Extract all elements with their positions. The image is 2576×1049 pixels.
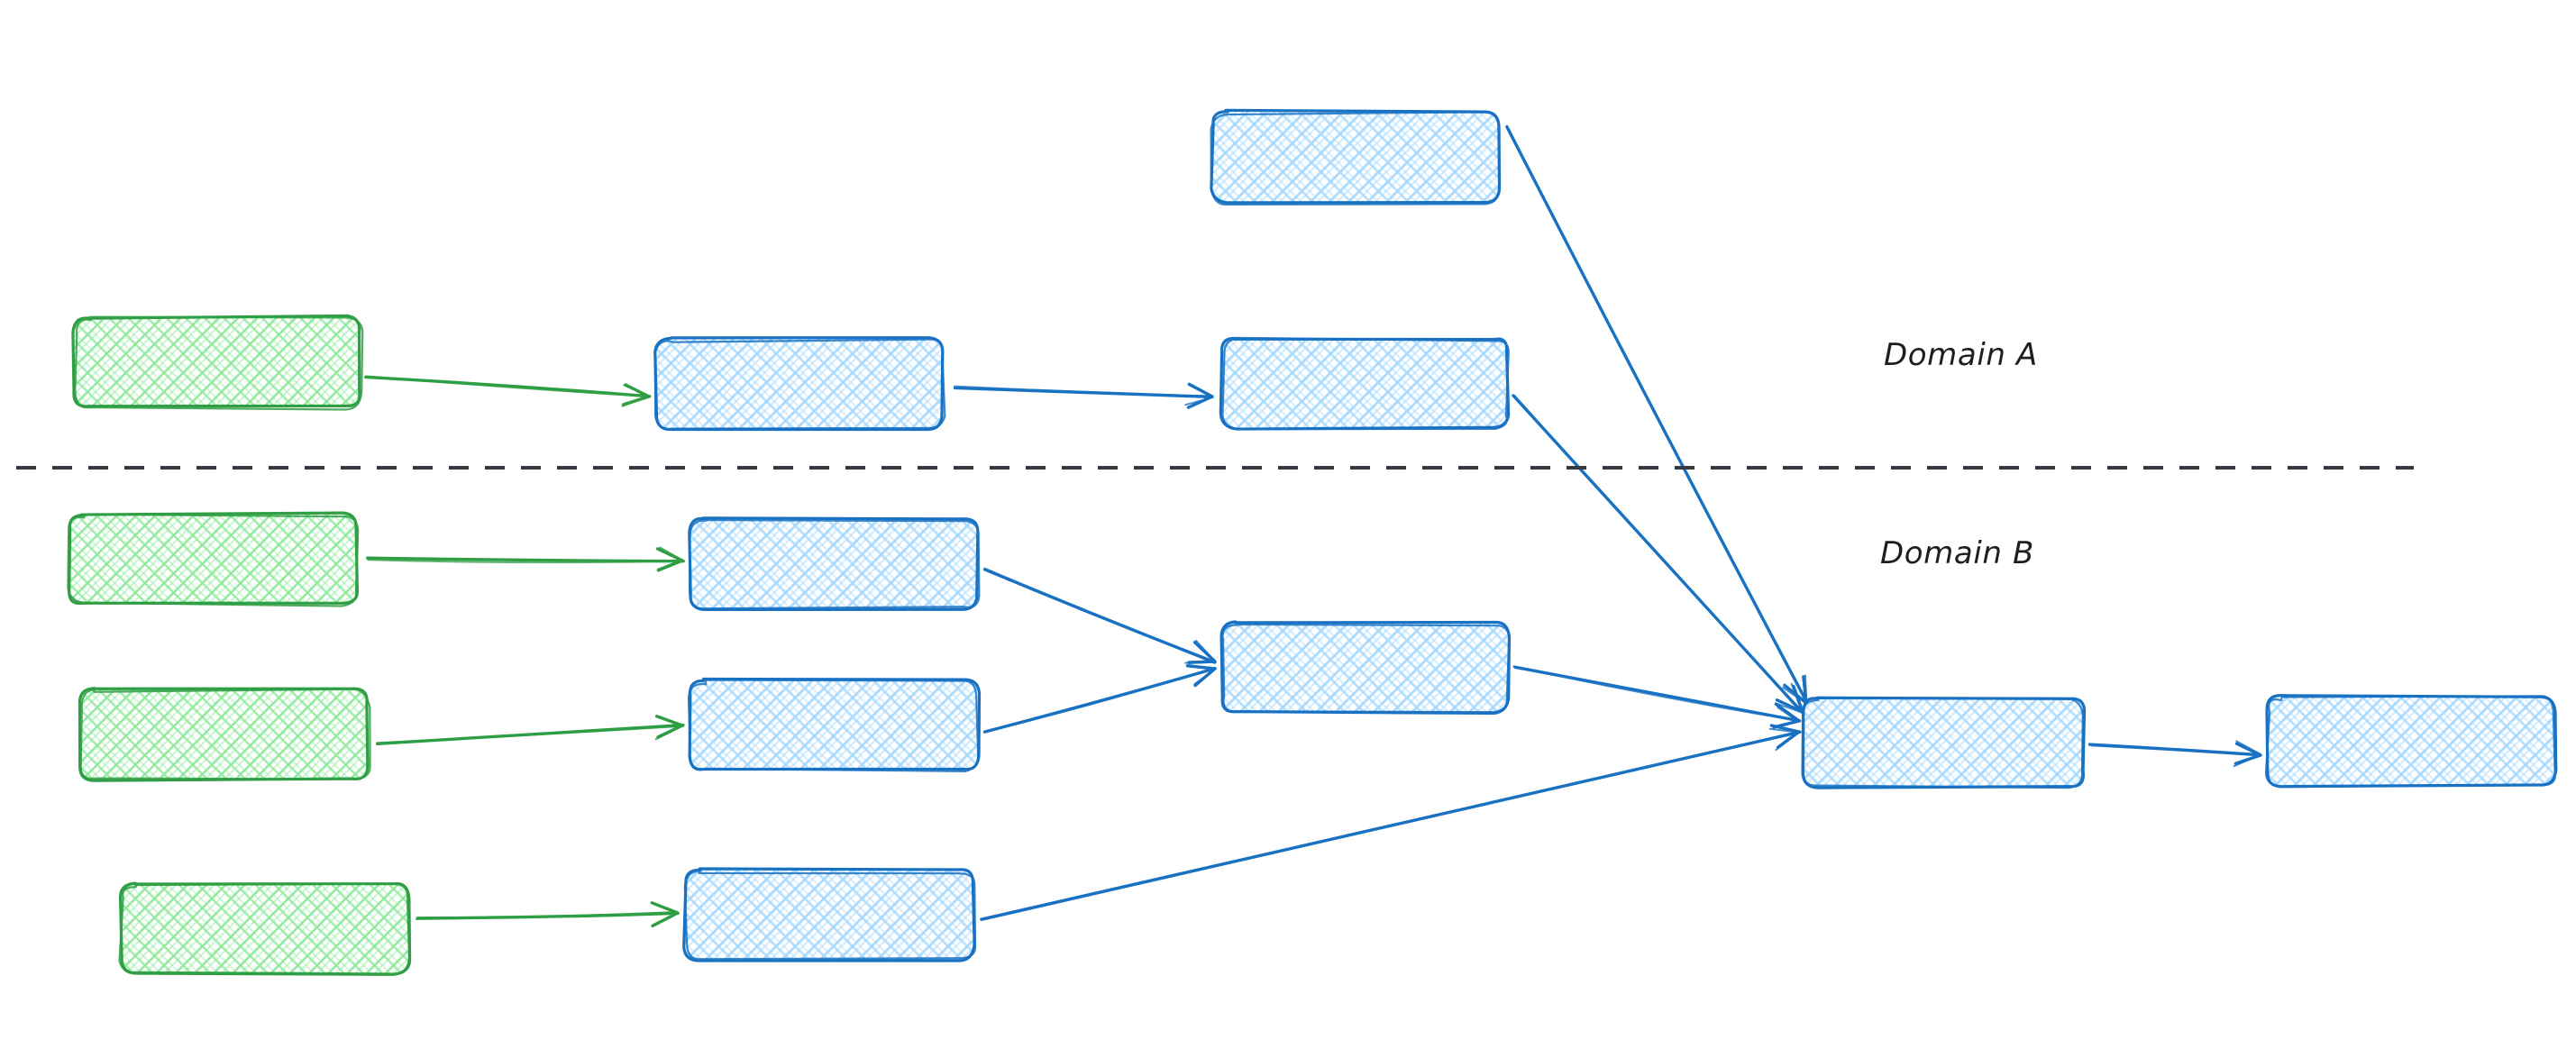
node-n-a-src-1[interactable] [71,314,364,411]
edge-e7 [415,901,680,928]
node-n-b-merge-1[interactable] [1219,620,1512,716]
edge-e1 [364,375,652,407]
edge-e12 [2087,740,2262,768]
node-n-b-sink-1[interactable] [2264,694,2558,789]
node-n-a-proc-2[interactable] [1219,336,1511,431]
edge-e11 [980,724,1802,922]
node-n-b-src-3[interactable] [118,881,412,976]
node-n-b-proc-3[interactable] [682,867,977,962]
node-n-a-proc-1[interactable] [653,336,946,432]
edge-e5 [366,546,685,572]
node-n-b-proc-2[interactable] [687,677,982,772]
node-n-b-merge-2[interactable] [1801,696,2087,789]
edge-e3 [1505,124,1809,705]
domain-a-label: Domain A [1884,337,2038,373]
edges-layer [364,124,2262,928]
edge-e10 [1512,665,1802,729]
node-n-b-src-1[interactable] [67,511,360,607]
domain-b-label: Domain B [1880,535,2034,571]
edge-e2 [953,382,1214,409]
node-n-b-proc-1[interactable] [688,516,981,611]
node-n-a-top-1[interactable] [1210,108,1502,206]
nodes-layer [67,108,2558,976]
edge-e6 [375,715,685,746]
node-n-b-src-2[interactable] [78,687,371,782]
edge-e4 [1512,394,1804,714]
edge-e9 [982,663,1217,734]
edge-e8 [982,567,1217,664]
